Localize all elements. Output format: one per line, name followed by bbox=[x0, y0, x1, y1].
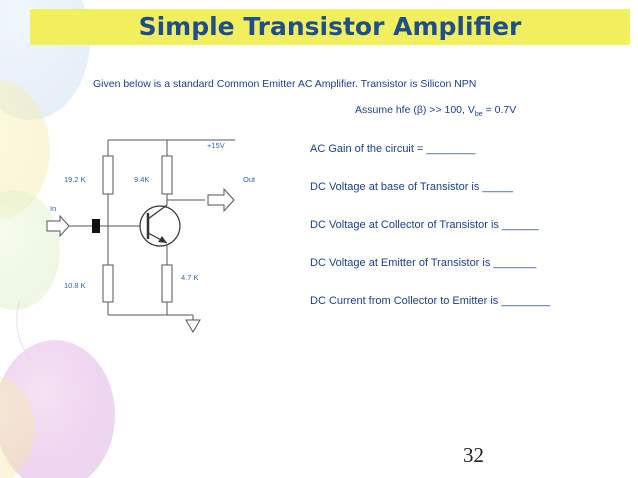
rc-label: 9.4K bbox=[134, 175, 150, 184]
out-label: Out bbox=[243, 175, 256, 184]
r1-label: 19.2 K bbox=[64, 175, 86, 184]
question-collector-voltage: DC Voltage at Collector of Transistor is… bbox=[310, 219, 539, 231]
supply-label: +15V bbox=[207, 141, 225, 150]
resistor-re bbox=[161, 264, 173, 303]
r2-label: 10.8 K bbox=[64, 281, 86, 290]
question-ac-gain: AC Gain of the circuit = ________ bbox=[310, 143, 476, 155]
question-emitter-voltage: DC Voltage at Emitter of Transistor is _… bbox=[310, 257, 537, 269]
assumption-prefix: Assume hfe (β) >> 100, V bbox=[355, 104, 475, 116]
resistor-r1 bbox=[102, 155, 114, 195]
emitter-arrow-icon bbox=[158, 236, 167, 243]
resistor-rc bbox=[161, 155, 173, 195]
resistor-r2 bbox=[102, 264, 114, 303]
input-arrow-icon bbox=[46, 214, 70, 238]
input-capacitor bbox=[92, 219, 100, 233]
assumption-suffix: = 0.7V bbox=[482, 104, 517, 116]
output-arrow-icon bbox=[207, 187, 235, 213]
question-collector-current: DC Current from Collector to Emitter is … bbox=[310, 295, 551, 307]
slide-title: Simple Transistor Amplifier bbox=[138, 12, 522, 41]
in-label: In bbox=[50, 204, 57, 213]
title-bar bbox=[30, 9, 630, 45]
assumption-text: Assume hfe (β) >> 100, Vbe = 0.7V bbox=[355, 104, 516, 118]
assumption-subscript: be bbox=[474, 111, 483, 119]
npn-transistor bbox=[139, 204, 181, 247]
page-number: 32 bbox=[463, 443, 484, 467]
question-base-voltage: DC Voltage at base of Transistor is ____… bbox=[310, 181, 514, 193]
ground-icon bbox=[185, 319, 201, 333]
re-label: 4.7 K bbox=[181, 273, 199, 282]
given-text: Given below is a standard Common Emitter… bbox=[93, 78, 477, 90]
